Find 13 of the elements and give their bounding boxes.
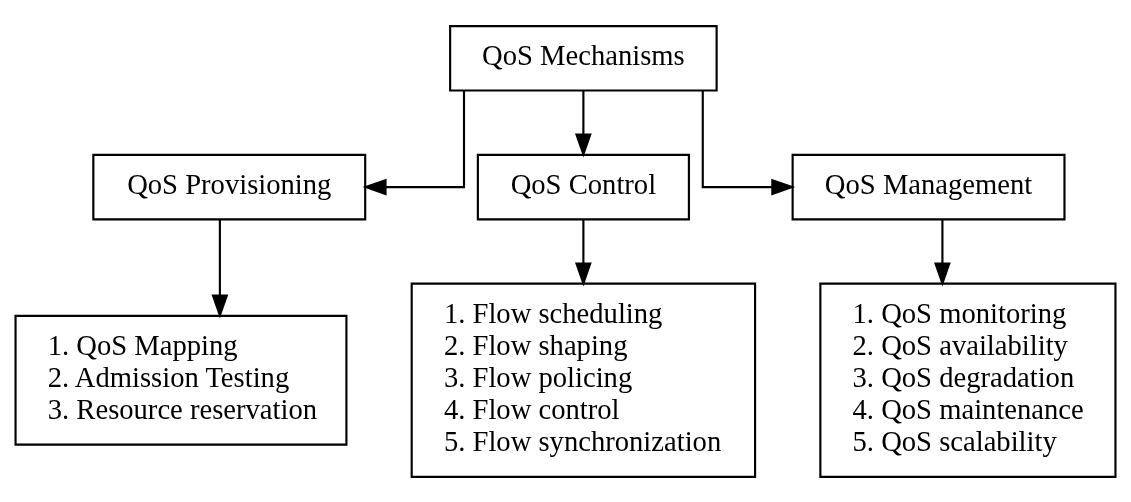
arrow — [934, 219, 951, 286]
node-box: QoS Mechanisms — [449, 24, 718, 92]
arrow — [701, 90, 796, 195]
node-box: QoS Control — [476, 153, 690, 220]
node-box: 1. Flow scheduling 2. Flow shaping 3. Flow policing 4. Flow control 5. Flow synchronization — [410, 282, 757, 478]
arrow — [575, 90, 592, 157]
node-box: 1. QoS Mapping 2. Admission Testing 3. Resource reservation — [14, 314, 348, 446]
arrow — [211, 219, 229, 318]
node-box: QoS Provisioning — [92, 153, 367, 220]
arrow — [575, 219, 592, 286]
arrow — [362, 90, 466, 195]
node-box: 1. QoS monitoring 2. QoS availability 3. QoS degradation 4. QoS maintenance 5. QoS scalability — [819, 282, 1117, 478]
node-box: QoS Management — [791, 153, 1066, 220]
